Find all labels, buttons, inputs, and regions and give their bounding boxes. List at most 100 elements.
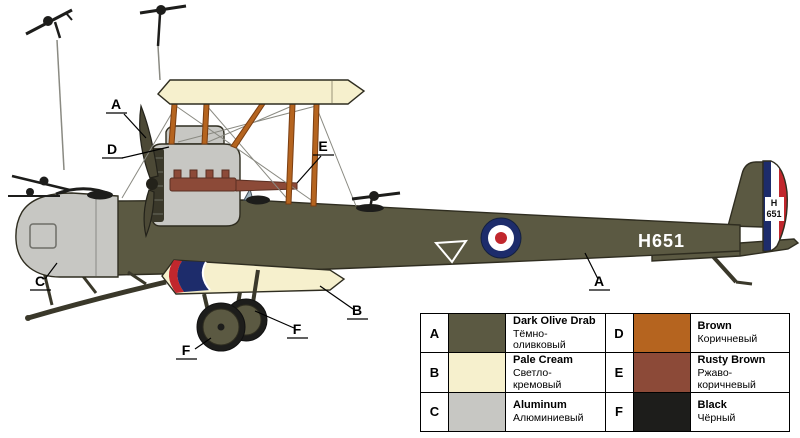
- gun-drum-magazine: [39, 176, 49, 186]
- legend-letter: E: [606, 353, 634, 392]
- callout-f-gear: F: [293, 321, 302, 337]
- color-swatch-dark-olive-drab: [449, 314, 506, 353]
- legend-letter: C: [421, 392, 449, 431]
- legend-row-e: E Rusty Brown Ржаво-коричневый: [605, 353, 790, 392]
- color-name-en: Pale Cream: [513, 353, 573, 366]
- skid-strut: [127, 270, 147, 286]
- rigging-wire: [315, 105, 357, 207]
- color-name-ru: Ржаво-коричневый: [697, 367, 756, 391]
- color-name-ru: Светло-кремовый: [513, 367, 562, 391]
- tail-fin: [727, 161, 764, 228]
- nose-skid-tip: [25, 315, 31, 321]
- legend-text: Brown Коричневый: [691, 314, 790, 352]
- nose-skid: [27, 279, 167, 321]
- pilot-cockpit-opening: [246, 195, 270, 205]
- legend-letter: B: [421, 353, 449, 392]
- gun-handle: [65, 12, 73, 21]
- leader-line: [584, 252, 599, 280]
- color-swatch-aluminum: [449, 392, 506, 431]
- legend-letter: A: [421, 314, 449, 353]
- legend-row-d: D Brown Коричневый: [605, 314, 790, 353]
- elevated-gun-forward: [25, 8, 73, 171]
- gun-drum-magazine: [26, 188, 34, 196]
- leader-line: [319, 285, 354, 310]
- propeller-blade-lower: [143, 189, 155, 239]
- legend-row-b: B Pale Cream Светло-кремовый: [421, 353, 605, 392]
- rudder-serial-patch: [765, 197, 784, 221]
- engine-hump: [165, 125, 225, 145]
- propeller-blade-upper: [139, 103, 159, 179]
- color-name-ru: Чёрный: [697, 412, 736, 425]
- propeller: [139, 103, 159, 239]
- upper-wing: [157, 79, 366, 105]
- rudder-serial-line1: H: [771, 198, 778, 208]
- leader-line: [194, 337, 212, 350]
- tail-skid-foot: [735, 280, 753, 286]
- wingtip-marking-red: [168, 260, 184, 293]
- callout-a-propeller: A: [111, 96, 121, 112]
- strut-diagonal: [230, 103, 266, 149]
- callout-a-fuselage: A: [594, 273, 604, 289]
- leader-line: [123, 113, 147, 139]
- color-name-en: Rusty Brown: [697, 353, 766, 366]
- gun-mount-pillar: [157, 45, 161, 81]
- fuselage-serial: H651: [638, 231, 685, 251]
- color-name-ru: Коричневый: [697, 333, 758, 346]
- skid-strut: [80, 274, 98, 294]
- rudder-serial-line2: 651: [766, 209, 781, 219]
- nose-section: [8, 174, 167, 321]
- legend-text: Dark Olive Drab Тёмно-оливковый: [506, 314, 605, 352]
- legend-row-f: F Black Чёрный: [605, 392, 790, 431]
- color-swatch-rusty-brown: [633, 353, 691, 392]
- callout-f-wheel: F: [182, 342, 191, 358]
- engine-nacelle: [139, 103, 298, 239]
- legend-row-c: C Aluminum Алюминиевый: [421, 392, 605, 431]
- callout-b-lower-wing: B: [352, 302, 362, 318]
- nose-guns: [8, 174, 71, 197]
- leader-line: [296, 155, 322, 184]
- nose-fairing: [15, 192, 119, 278]
- roundel-center-red: [495, 232, 507, 244]
- leader-line: [121, 146, 170, 159]
- fuselage: [115, 199, 741, 276]
- callout-e-exhaust: E: [318, 138, 327, 154]
- gun-post: [156, 13, 162, 47]
- propeller-hub: [146, 178, 158, 190]
- leader-line: [44, 262, 58, 280]
- color-swatch-pale-cream: [449, 353, 506, 392]
- legend-text: Black Чёрный: [691, 393, 790, 431]
- gun-drum-magazine: [156, 5, 166, 15]
- color-name-en: Aluminum: [513, 399, 567, 411]
- color-name-en: Black: [697, 399, 727, 411]
- triangle-marking: [433, 239, 468, 264]
- dorsal-gun: [351, 191, 401, 209]
- nose-hatch: [29, 223, 57, 249]
- front-wheel-axle-cap: [217, 323, 225, 331]
- upper-wing-group: [157, 79, 366, 105]
- gun-mount-pillar: [56, 39, 65, 171]
- callouts: A D E C B F F A: [30, 96, 610, 360]
- color-name-en: Brown: [697, 320, 732, 333]
- gun-ring: [55, 187, 113, 197]
- legend-row-a: A Dark Olive Drab Тёмно-оливковый: [421, 314, 605, 353]
- wingtip-marking-white: [201, 261, 211, 291]
- legend-text: Pale Cream Светло-кремовый: [506, 353, 605, 391]
- legend-text: Aluminum Алюминиевый: [506, 393, 605, 431]
- legend-letter: D: [606, 314, 634, 353]
- gun-grip: [53, 21, 62, 39]
- color-name-ru: Алюминиевый: [513, 412, 584, 425]
- skid-strut: [42, 271, 54, 306]
- lower-wing-group: [161, 259, 346, 295]
- fuselage-roundel: [480, 217, 522, 259]
- wingtip-marking-blue: [177, 261, 210, 292]
- tail-group: H 651: [651, 160, 800, 286]
- gun-mount-post: [368, 197, 374, 209]
- fuselage-group: H651: [115, 187, 741, 276]
- color-name-en: Dark Olive Drab: [513, 314, 596, 327]
- elevated-gun-mid: [139, 4, 187, 81]
- gun-drum-magazine: [43, 16, 53, 26]
- callout-d-struts: D: [107, 141, 117, 157]
- legend-text: Rusty Brown Ржаво-коричневый: [691, 353, 790, 391]
